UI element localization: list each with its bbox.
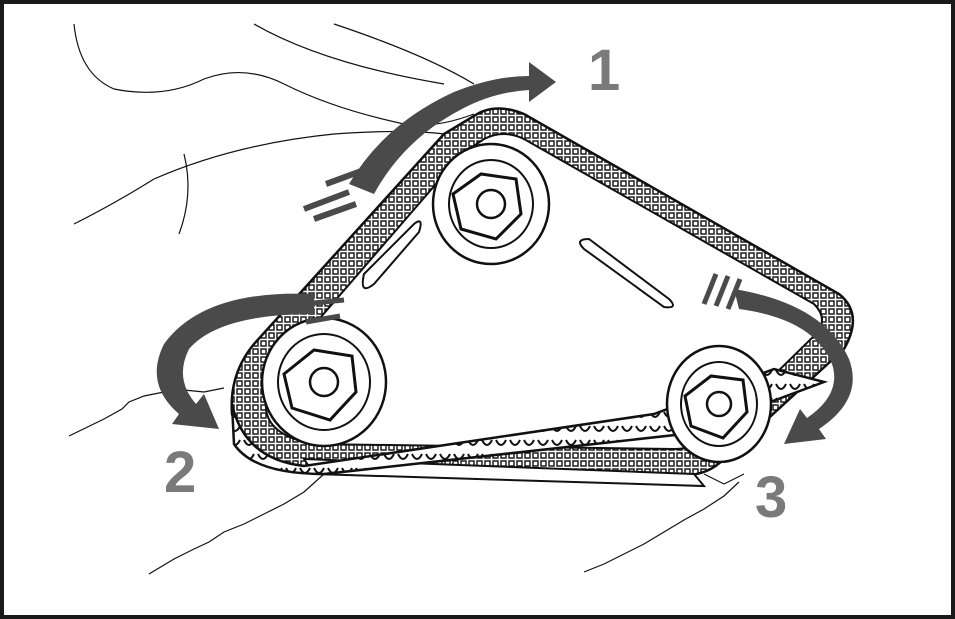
wheel-right [665, 344, 773, 464]
track-removal-illustration [68, 23, 855, 575]
slot-left [361, 220, 422, 290]
step-label-2: 2 [164, 440, 197, 505]
step-label-1: 1 [588, 38, 621, 103]
wheel-left [260, 316, 388, 448]
arrow-step-3 [701, 273, 853, 444]
arrow-step-2 [156, 293, 345, 429]
slot-right [579, 237, 674, 309]
wheel-top [431, 142, 551, 266]
step-label-3: 3 [755, 465, 788, 530]
arrow-step-1 [302, 62, 556, 222]
